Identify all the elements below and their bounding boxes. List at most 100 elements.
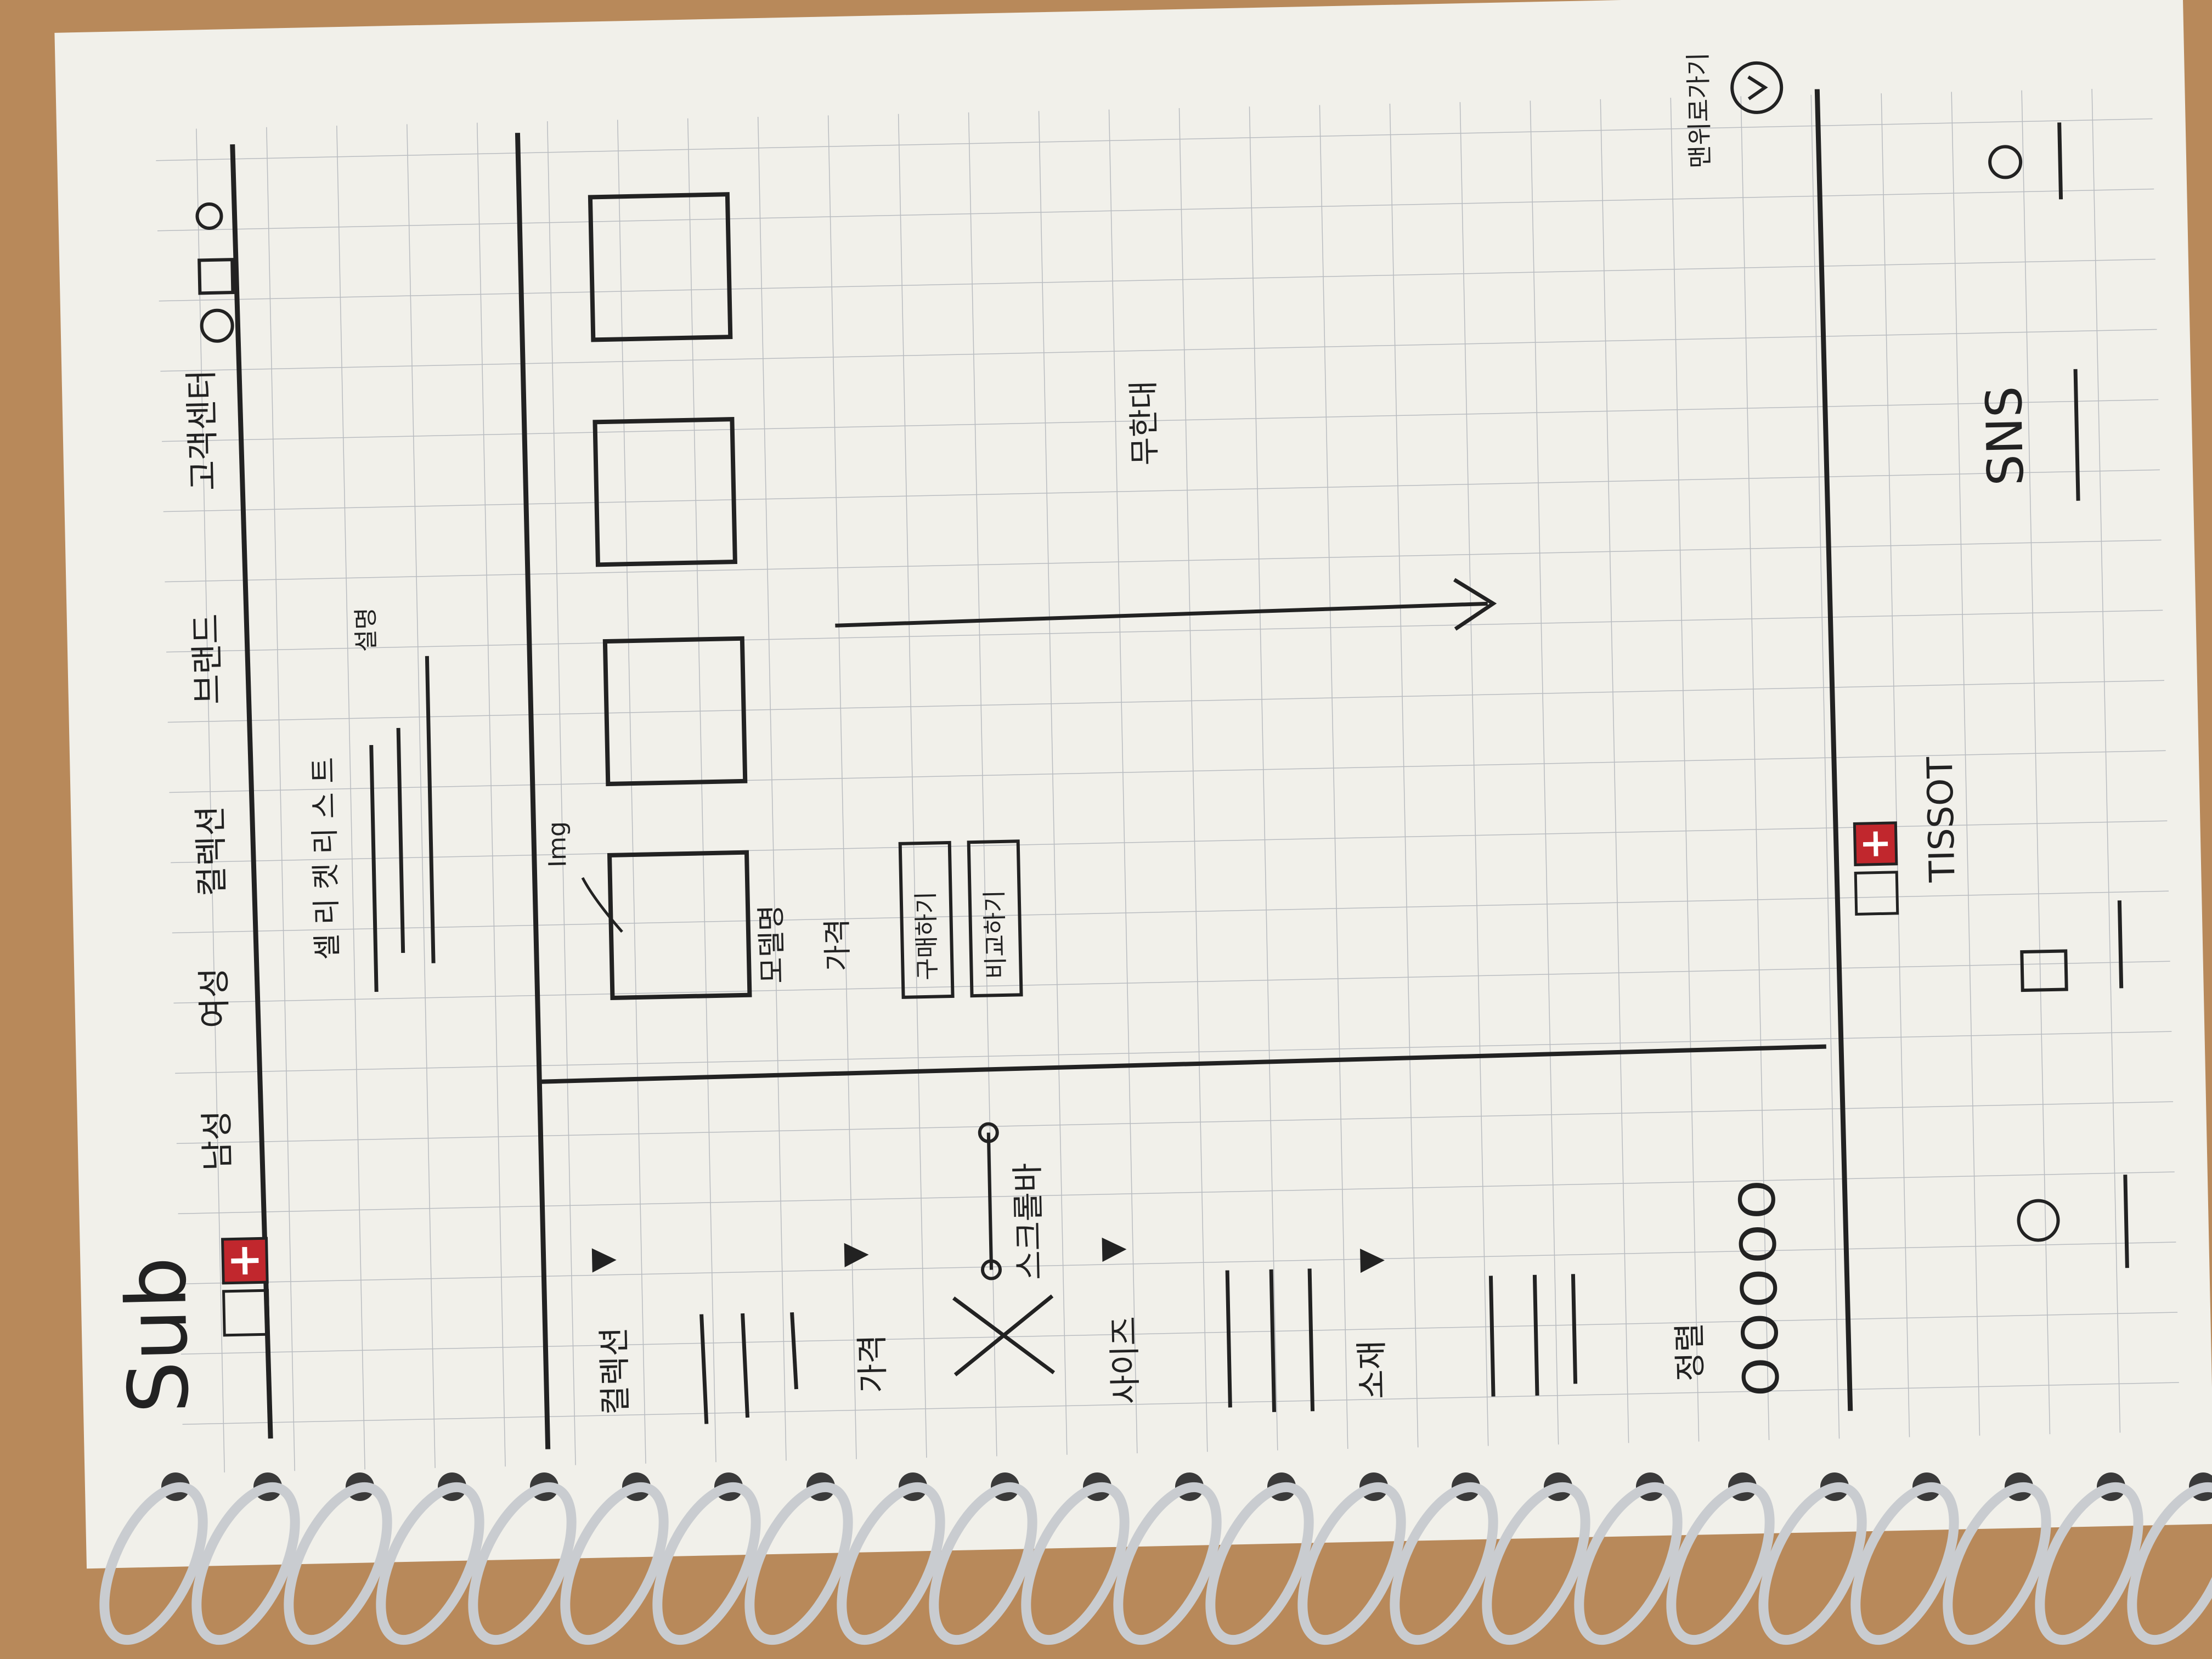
product-buttons: 구매하기 비교하기 [898, 839, 1023, 999]
infinite-scroll-note: 무한대 [1126, 380, 1163, 466]
scroll-top-button[interactable] [1730, 61, 1784, 114]
user-icon[interactable] [195, 202, 223, 230]
filter-label-2[interactable]: 사이즈 [1105, 1316, 1144, 1404]
product-image[interactable] [602, 636, 748, 787]
img-pointer-arrow [581, 877, 623, 933]
filter-arrow-1[interactable]: ▼ [835, 1242, 873, 1267]
header-sub-note: 설명 [352, 607, 381, 652]
infinite-scroll-arrow [835, 578, 1497, 631]
filter-arrow-2[interactable]: ▼ [1093, 1237, 1131, 1262]
price-slider-track[interactable] [986, 1132, 994, 1270]
binding-ring [652, 1482, 761, 1645]
product-name: 모델명 [755, 905, 789, 984]
footer-logo [1853, 821, 1899, 916]
binding-ring [1758, 1482, 1867, 1645]
binding-ring [1482, 1482, 1590, 1645]
cart-icon[interactable] [198, 258, 235, 295]
header-sub-label: 셀 리 켓 리 스 트 [307, 757, 345, 961]
footer-icons [1988, 145, 2068, 1242]
sort-label[interactable]: 정렬 [1671, 1322, 1709, 1381]
header-logo [221, 1237, 270, 1337]
binding-ring [468, 1482, 577, 1645]
price-slider-handle[interactable] [978, 1122, 999, 1143]
search-icon[interactable] [200, 308, 234, 343]
binding-ring [1574, 1482, 1683, 1645]
filter-arrow-0[interactable]: ▼ [583, 1248, 620, 1273]
header-icons [195, 202, 235, 343]
chevron-up-circle-icon[interactable] [1730, 61, 1784, 114]
nav-item-4[interactable]: 고객센터 [182, 369, 223, 491]
filter-option-line [1488, 1276, 1496, 1397]
product-info: 모델명 가격 [755, 905, 855, 984]
compare-button[interactable] [967, 839, 1023, 998]
filter-option-line [790, 1312, 798, 1390]
product-price: 가격 [821, 918, 855, 972]
header-text-line-2 [396, 727, 405, 953]
corner-label: Sub [109, 1256, 207, 1414]
header-text-line-3 [425, 656, 436, 963]
product-image[interactable] [607, 850, 752, 1000]
header-text-line-1 [369, 744, 379, 992]
notebook-page: Sub 남성 여성 컬렉션 브랜드 고객센터 셀 리 켓 리 스 트 설명 [54, 0, 2212, 1569]
footer-sns-label: SNS [1976, 386, 2035, 487]
filter-label-0[interactable]: 컬렉션 [595, 1327, 634, 1415]
binding-ring [284, 1482, 392, 1645]
location-icon[interactable] [2017, 1199, 2060, 1242]
binding-ring [929, 1482, 1037, 1645]
binding-ring [837, 1482, 945, 1645]
product-image[interactable] [588, 192, 733, 342]
binding-ring [1021, 1482, 1130, 1645]
compare-button-label[interactable]: 비교하기 [981, 890, 1011, 979]
binding-ring [1113, 1482, 1222, 1645]
binding-ring [1666, 1482, 1775, 1645]
binding-ring [99, 1482, 208, 1645]
filter-label-1[interactable]: 가격 [853, 1334, 891, 1393]
chevron-icon [1747, 75, 1768, 100]
binding-ring [1297, 1482, 1406, 1645]
footer-top-line [1814, 89, 1853, 1411]
price-checkbox-x[interactable] [952, 1296, 1056, 1375]
nav-item-2[interactable]: 컬렉션 [191, 805, 232, 897]
binding-ring [376, 1482, 484, 1645]
nav-item-3[interactable]: 브랜드 [188, 613, 228, 705]
filter-option-line [1225, 1270, 1232, 1408]
binding-ring [191, 1482, 300, 1645]
filter-arrow-3[interactable]: ▼ [1351, 1248, 1389, 1273]
product-image[interactable] [592, 417, 737, 567]
binding-ring [2035, 1482, 2143, 1645]
header-bottom-line [515, 133, 551, 1449]
buy-button-label[interactable]: 구매하기 [912, 891, 942, 980]
grid-area [155, 87, 2180, 1474]
product-img-note: Img [543, 821, 572, 868]
scroll-top-label[interactable]: 맨위로가기 [1683, 52, 1715, 169]
filter-label-3[interactable]: 소재 [1353, 1340, 1391, 1400]
nav-item-0[interactable]: 남성 [198, 1110, 238, 1171]
price-slider-handle[interactable] [981, 1259, 1002, 1280]
product-grid [588, 192, 752, 1000]
spiral-binding [99, 1472, 2212, 1645]
filter-option-line [1269, 1269, 1277, 1412]
binding-ring [1850, 1482, 1959, 1645]
nav-item-1[interactable]: 여성 [195, 967, 234, 1029]
binding-ring [1205, 1482, 1314, 1645]
binding-ring [1390, 1482, 1498, 1645]
filter-option-line [1307, 1268, 1315, 1412]
buy-button[interactable] [898, 840, 955, 999]
filter-option-line [699, 1314, 709, 1424]
header-top-line [230, 144, 273, 1439]
price-slider-note: 스크롤바 [1009, 1163, 1048, 1280]
footer-brand: TISSOT [1920, 756, 1963, 883]
gift-icon[interactable] [2020, 949, 2068, 992]
filter-option-line [1571, 1274, 1578, 1384]
filter-option-line [1532, 1274, 1539, 1396]
filter-option-line [741, 1313, 750, 1418]
filters: 컬렉션 ▼ 가격 ▼ 스크롤바 사이즈 ▼ 소재 ▼ 정렬 OOOOO [583, 1122, 1791, 1424]
binding-ring [1943, 1482, 2051, 1645]
sort-options[interactable]: OOOOO [1729, 1174, 1791, 1397]
nav: 남성 여성 컬렉션 브랜드 고객센터 [182, 369, 238, 1171]
sns-icon[interactable] [1988, 145, 2023, 179]
sidebar-divider [540, 1044, 1826, 1084]
binding-ring [2127, 1482, 2212, 1645]
footer-lines [2057, 122, 2129, 1268]
